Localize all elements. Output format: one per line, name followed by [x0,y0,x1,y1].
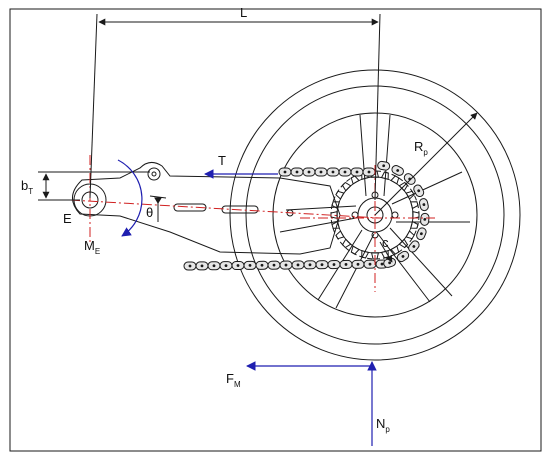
chain-link [363,259,377,269]
chain-link [255,260,269,270]
chain-link [362,167,376,177]
pivot-axle-line [69,199,381,219]
label-T: T [218,153,226,168]
shock-mount [147,167,161,181]
wheel-spokes [279,114,470,309]
chain-link [403,173,416,185]
theta-marker [149,195,167,222]
chain-link [314,167,328,177]
radius-line-Rp [374,112,478,216]
sprocket-tooth [410,220,419,229]
chain-link [396,250,410,263]
chain-link [413,184,425,198]
sprocket-bolt [351,211,359,219]
label-ME: ME [84,238,100,256]
label-E: E [63,211,72,226]
chain-link [290,167,304,177]
chain-link [302,167,316,177]
chain-link [183,261,197,271]
sprocket-tooth [412,210,420,220]
chain-link [315,260,329,270]
chain-link [243,260,257,270]
tire-outer [229,69,521,361]
sprocket-tooth [405,190,415,200]
chain [183,160,430,271]
moment-arc-ME [117,159,143,237]
label-bT: bT [21,178,33,196]
chain-link [391,165,404,176]
spoke-left [279,205,357,233]
chain-link [326,167,340,177]
sprocket-tooth [330,210,338,220]
sprocket-tooth [370,252,380,260]
label-c: c [382,235,389,250]
chain-link [350,167,364,177]
sprocket-tooth [390,175,400,185]
sprocket-tooth [335,230,345,240]
sprocket-tooth [398,238,409,249]
sprocket-tooth [341,181,352,192]
chain-link [351,259,365,269]
label-theta: θ [146,205,153,220]
chain-link [416,227,427,241]
chain-link [338,167,352,177]
chain-link [207,261,221,271]
chain-link [279,260,293,270]
dimension-L [89,13,381,201]
sprocket-tooth [390,245,400,255]
chain-link [420,212,430,226]
outer-border [9,8,542,452]
sprocket-tooth [331,220,340,229]
sprocket-tooth [335,190,345,200]
label-L: L [240,5,247,20]
chain-link [408,240,420,253]
sprocket-tooth [380,171,389,180]
chain-link [278,167,292,177]
sprocket-tooth [361,250,370,259]
tire-inner [245,85,505,345]
chain-link [418,198,429,212]
ext-line-right [374,13,381,201]
shock-mount-inner [151,171,157,177]
chain-link [291,260,305,270]
sprocket-tooth [350,245,360,255]
spoke-lower-right [377,227,453,303]
rim [272,112,478,318]
sprocket-tooth [398,181,409,192]
chain-link [267,260,281,270]
sprocket-tooth [341,238,352,249]
spoke-lower-left [317,229,375,309]
label-Rp: Rp [414,139,428,157]
chain-link [219,261,233,271]
ext-line-left [89,13,98,199]
swingarm-outline [72,162,341,255]
adjuster-slot-2 [221,205,259,214]
label-FM: FM [226,371,241,389]
dimension-bT [38,171,150,201]
label-Np: Np [376,416,390,434]
adjuster-slot-1 [173,203,207,212]
c-arrow [379,241,393,263]
chain-link [377,160,391,171]
chain-link [339,259,353,269]
sprocket-tooth [331,201,340,210]
chain-link [303,260,317,270]
spoke-top [359,114,391,197]
spoke-right [391,171,470,223]
sprocket-tooth [405,230,415,240]
sprocket-tooth [350,175,360,185]
chain-link [327,260,341,270]
sprocket-bolt [391,211,399,219]
sprocket-tooth [410,201,419,210]
chain-link [231,260,245,271]
rear-wheel [229,69,521,361]
chain-link [195,261,209,271]
